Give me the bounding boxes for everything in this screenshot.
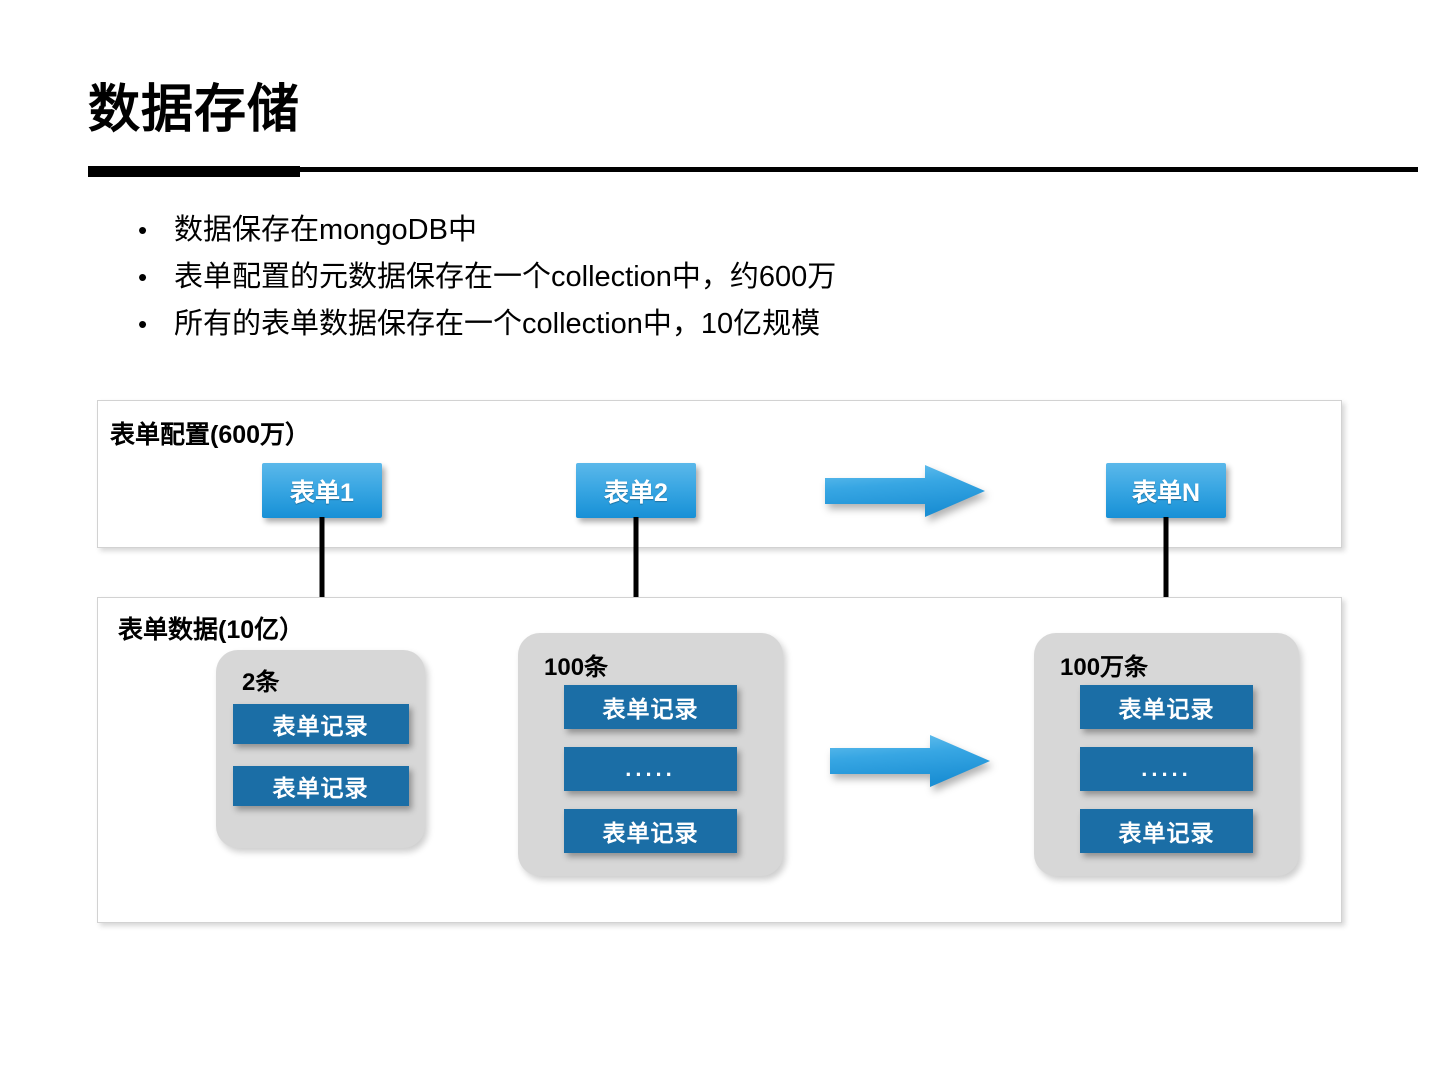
record-box[interactable]: 表单记录	[232, 766, 409, 806]
bullet-text: 表单配置的元数据保存在一个collection中，约600万	[174, 261, 837, 294]
record-box[interactable]: 表单记录	[232, 704, 409, 744]
page-title: 数据存储	[88, 81, 301, 139]
record-box[interactable]: 表单记录	[564, 685, 737, 729]
record-box-ellipsis[interactable]: .....	[564, 747, 737, 791]
form-box-2-label: 表单2	[604, 478, 668, 507]
form-config-panel-title: 表单配置(600万）	[110, 421, 311, 449]
bullet-list: • 数据保存在mongoDB中 • 表单配置的元数据保存在一个collectio…	[138, 210, 1238, 352]
record-box-label: .....	[625, 756, 676, 781]
record-box-label: 表单记录	[1118, 820, 1215, 846]
form-box-1[interactable]: 表单1	[262, 463, 382, 518]
title-rule-thin	[88, 167, 1418, 172]
form-box-1-label: 表单1	[290, 478, 354, 507]
record-box[interactable]: 表单记录	[1080, 809, 1253, 853]
list-item: • 表单配置的元数据保存在一个collection中，约600万	[138, 257, 1238, 298]
form-box-n-label: 表单N	[1131, 478, 1201, 507]
record-group-3-count: 100万条	[1060, 654, 1149, 681]
record-box[interactable]: 表单记录	[564, 809, 737, 853]
record-box-label: 表单记录	[602, 820, 699, 846]
record-group-2-list: 表单记录 ..... 表单记录	[518, 685, 783, 853]
record-box[interactable]: 表单记录	[1080, 685, 1253, 729]
record-box-label: .....	[1141, 756, 1192, 781]
record-box-label: 表单记录	[272, 713, 369, 739]
form-box-2[interactable]: 表单2	[576, 463, 696, 518]
record-group-2: 100条 表单记录 ..... 表单记录	[518, 633, 783, 876]
bullet-marker-icon: •	[138, 262, 148, 293]
record-box-label: 表单记录	[272, 775, 369, 801]
record-group-3-list: 表单记录 ..... 表单记录	[1034, 685, 1299, 853]
record-group-3: 100万条 表单记录 ..... 表单记录	[1034, 633, 1299, 876]
bullet-marker-icon: •	[138, 309, 148, 340]
record-group-1-list: 表单记录 表单记录	[216, 704, 425, 806]
list-item: • 数据保存在mongoDB中	[138, 210, 1238, 251]
form-box-n[interactable]: 表单N	[1106, 463, 1226, 518]
record-box-label: 表单记录	[1118, 696, 1215, 722]
form-data-panel-title: 表单数据(10亿）	[118, 616, 305, 644]
record-box-ellipsis[interactable]: .....	[1080, 747, 1253, 791]
list-item: • 所有的表单数据保存在一个collection中，10亿规模	[138, 304, 1238, 345]
record-group-1: 2条 表单记录 表单记录	[216, 650, 425, 848]
record-group-1-count: 2条	[242, 669, 280, 696]
right-block-arrow-icon	[830, 735, 990, 787]
bullet-text: 数据保存在mongoDB中	[174, 214, 477, 246]
title-rule-thick	[88, 166, 300, 177]
record-group-2-count: 100条	[544, 654, 609, 681]
right-block-arrow-icon	[825, 465, 985, 517]
bullet-marker-icon: •	[138, 215, 148, 245]
record-box-label: 表单记录	[602, 696, 699, 722]
bullet-text: 所有的表单数据保存在一个collection中，10亿规模	[174, 308, 821, 341]
